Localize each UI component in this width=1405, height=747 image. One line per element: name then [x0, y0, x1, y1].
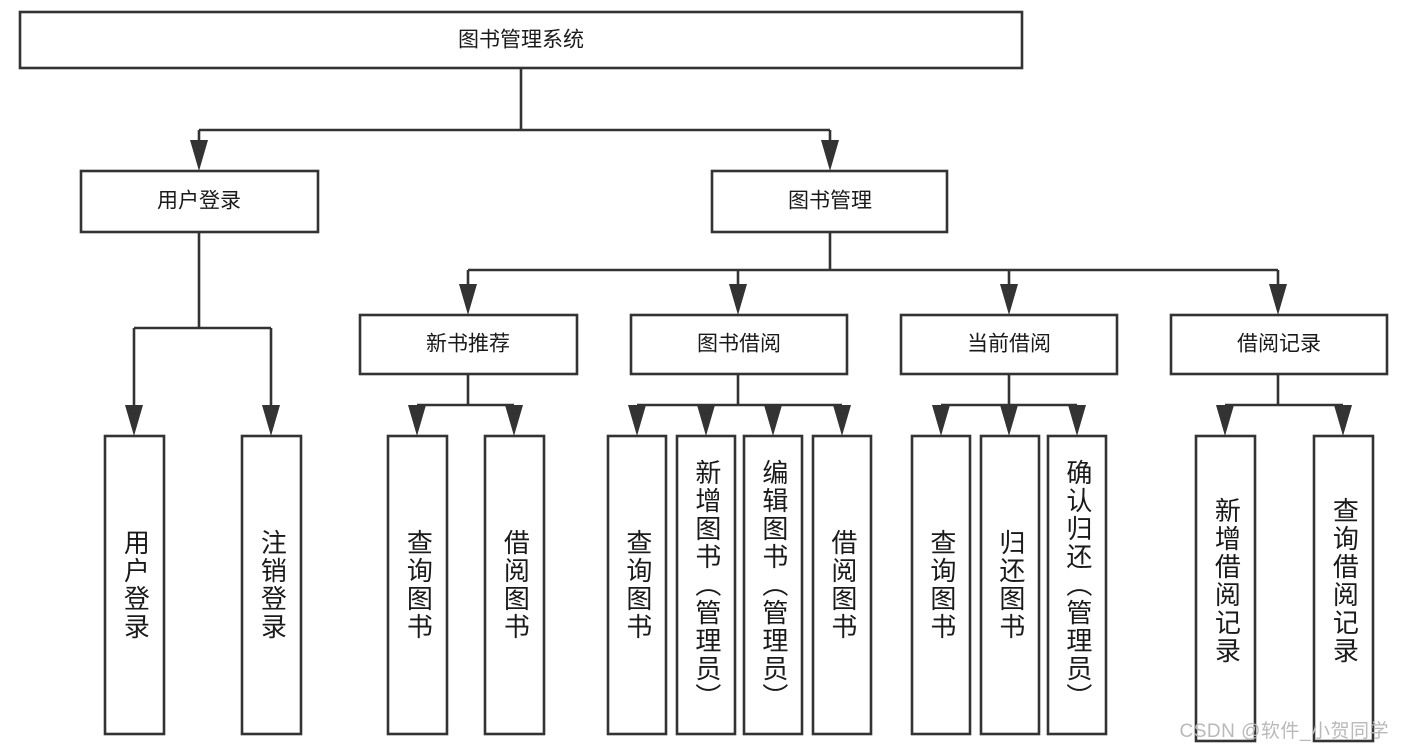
node-borrow-record-box[interactable] — [1169, 313, 1389, 376]
arrow-head-borrow-record — [1269, 284, 1287, 315]
leaf-box-book-borrow-3[interactable] — [742, 434, 804, 736]
node-user-login-label: 用户登录 — [157, 190, 241, 213]
arrow-head-newbook-leaf-1 — [408, 405, 426, 436]
leaf-box-user-login-1[interactable] — [103, 434, 166, 736]
node-new-book-recommend[interactable]: 新书推荐 — [358, 313, 579, 376]
arrow-head-new-book — [459, 284, 477, 315]
node-root-box[interactable] — [18, 10, 1024, 70]
arrow-head-bookborrow-leaf-3 — [764, 405, 782, 436]
leaf-box-book-borrow-4[interactable] — [811, 434, 873, 736]
node-new-book-recommend-label: 新书推荐 — [426, 333, 510, 356]
node-book-borrow-label: 图书借阅 — [697, 333, 781, 356]
node-borrow-record[interactable]: 借阅记录 — [1169, 313, 1389, 376]
node-book-management-label: 图书管理 — [788, 190, 872, 213]
leaf-box-new-book-2[interactable] — [483, 434, 546, 736]
node-book-management-box[interactable] — [710, 169, 949, 234]
node-book-management[interactable]: 图书管理 — [710, 169, 949, 234]
arrow-head-bookborrow-leaf-1 — [628, 405, 646, 436]
arrow-head-currentborrow-leaf-1 — [932, 405, 950, 436]
leaf-box-new-book-1[interactable] — [386, 434, 449, 736]
arrow-head-borrowrecord-leaf-2 — [1334, 405, 1352, 436]
watermark-label: CSDN @软件_小贺同学 — [1179, 721, 1389, 742]
node-current-borrow[interactable]: 当前借阅 — [899, 313, 1119, 376]
node-borrow-record-label: 借阅记录 — [1237, 333, 1321, 356]
leaf-box-current-borrow-1[interactable] — [910, 434, 972, 736]
node-current-borrow-box[interactable] — [899, 313, 1119, 376]
arrow-head-current-borrow — [1000, 284, 1018, 315]
arrow-head-user-login — [190, 140, 208, 171]
arrow-head-userlogin-leaf-1 — [125, 405, 143, 436]
arrow-head-newbook-leaf-2 — [505, 405, 523, 436]
arrow-head-currentborrow-leaf-3 — [1068, 405, 1086, 436]
node-user-login-box[interactable] — [79, 169, 320, 234]
arrow-head-bookborrow-leaf-4 — [833, 405, 851, 436]
leaf-box-book-borrow-2[interactable] — [675, 434, 737, 736]
arrow-head-userlogin-leaf-2 — [262, 405, 280, 436]
leaf-box-book-borrow-1[interactable] — [606, 434, 668, 736]
leaf-box-layer — [103, 434, 1375, 743]
connector-layer — [125, 68, 1352, 436]
arrow-head-currentborrow-leaf-2 — [1000, 405, 1018, 436]
leaf-box-user-login-2[interactable] — [240, 434, 303, 736]
arrow-head-book-borrow — [729, 284, 747, 315]
node-user-login[interactable]: 用户登录 — [79, 169, 320, 234]
leaf-box-current-borrow-3[interactable] — [1046, 434, 1108, 736]
node-current-borrow-label: 当前借阅 — [967, 333, 1051, 356]
leaf-box-current-borrow-2[interactable] — [979, 434, 1041, 736]
node-new-book-recommend-box[interactable] — [358, 313, 579, 376]
node-book-borrow[interactable]: 图书借阅 — [629, 313, 849, 376]
arrow-head-bookborrow-leaf-2 — [697, 405, 715, 436]
leaf-box-borrow-record-2[interactable] — [1312, 434, 1375, 743]
node-root[interactable]: 图书管理系统 — [18, 10, 1024, 70]
leaf-box-borrow-record-1[interactable] — [1194, 434, 1257, 743]
node-root-label: 图书管理系统 — [458, 29, 584, 52]
arrow-head-book-mgmt — [821, 140, 839, 171]
arrow-head-borrowrecord-leaf-1 — [1216, 405, 1234, 436]
node-book-borrow-box[interactable] — [629, 313, 849, 376]
